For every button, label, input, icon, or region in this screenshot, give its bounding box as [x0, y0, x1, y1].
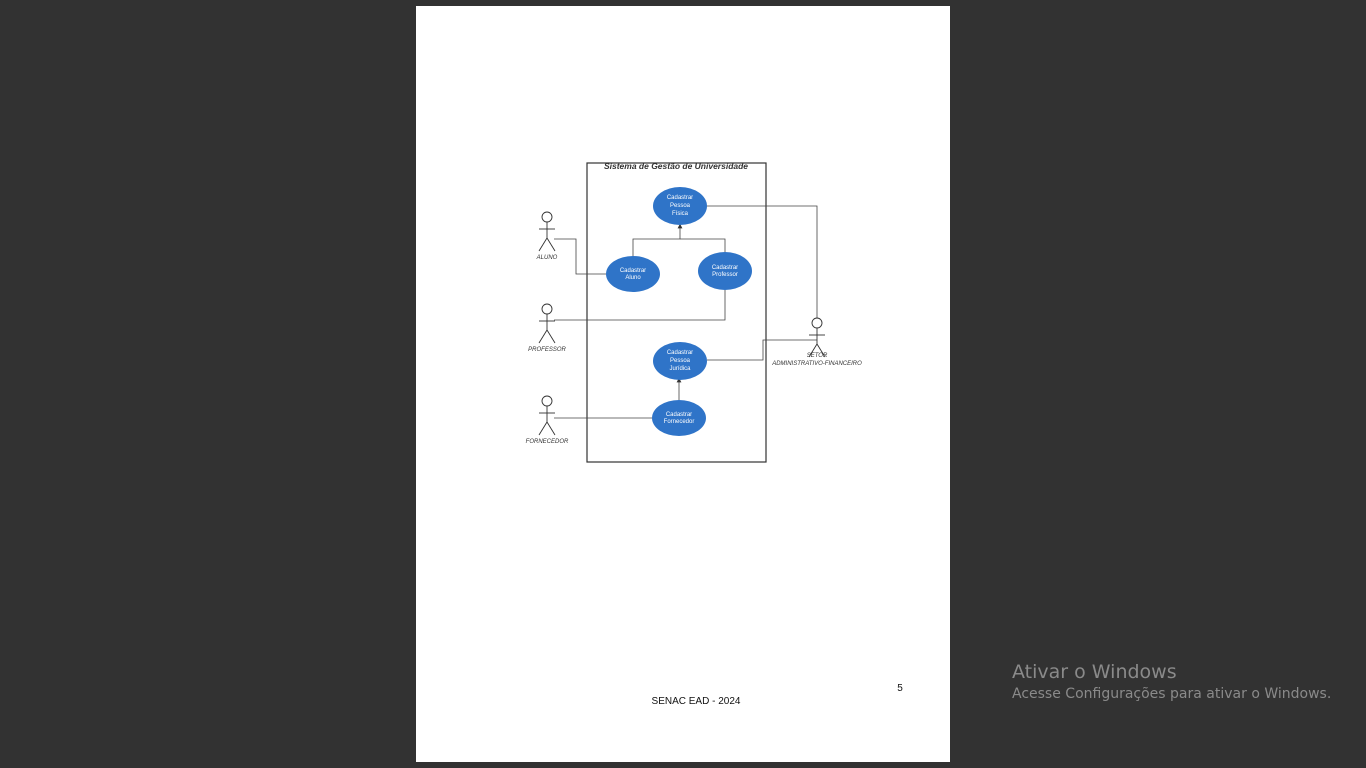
watermark-title: Ativar o Windows	[1012, 661, 1177, 683]
actor-professor	[538, 303, 556, 344]
use-case-pessoa-fisica: Cadastrar Pessoa Física	[653, 187, 707, 225]
use-case-professor: Cadastrar Professor	[698, 252, 752, 290]
use-case-label: Fornecedor	[664, 419, 695, 425]
actor-aluno	[538, 211, 556, 252]
use-case-label: Pessoa	[670, 358, 691, 364]
page-footer: SENAC EAD - 2024	[651, 696, 741, 707]
system-boundary	[586, 162, 767, 463]
actor-setor-administrativo-financeiro	[808, 317, 826, 358]
use-case-pessoa-juridica: Cadastrar Pessoa Jurídica	[653, 342, 707, 380]
link-aluno-actor-to-aluno-uc	[554, 238, 606, 275]
use-case-label: Pessoa	[670, 203, 691, 209]
use-case-label: Cadastrar	[667, 350, 693, 356]
watermark-subtitle: Acesse Configurações para ativar o Windo…	[1012, 686, 1332, 702]
link-setor-to-pessoa-juridica	[707, 339, 817, 361]
actor-label-setor-sub: ADMINISTRATIVO-FINANCEIRO	[771, 361, 862, 367]
use-case-label: Cadastrar	[667, 195, 693, 201]
link-aluno-uc-to-pessoa-fisica	[632, 223, 683, 256]
use-case-label: Física	[672, 211, 689, 217]
link-professor-actor-to-professor-uc	[554, 290, 726, 321]
use-case-label: Aluno	[625, 275, 641, 281]
use-case-label: Professor	[712, 272, 738, 278]
use-case-diagram: Sistema de Gestão de Universidade Cadast…	[526, 161, 862, 463]
system-title: Sistema de Gestão de Universidade	[604, 161, 748, 171]
use-case-label: Jurídica	[669, 366, 691, 372]
link-professor-uc-to-pessoa-fisica	[680, 238, 726, 252]
use-case-label: Cadastrar	[620, 268, 646, 274]
actor-fornecedor	[538, 395, 556, 436]
document-page: Sistema de Gestão de Universidade Cadast…	[416, 6, 950, 762]
windows-activation-watermark: Ativar o Windows Acesse Configurações pa…	[1012, 660, 1331, 704]
page-number: 5	[897, 683, 903, 694]
actor-label-setor: SETOR	[807, 353, 828, 359]
actor-label-aluno: ALUNO	[536, 255, 558, 261]
use-case-fornecedor: Cadastrar Fornecedor	[652, 400, 706, 436]
use-case-label: Cadastrar	[666, 412, 692, 418]
actor-label-professor: PROFESSOR	[528, 347, 566, 353]
actor-label-fornecedor: FORNECEDOR	[526, 439, 569, 445]
use-case-label: Cadastrar	[712, 265, 738, 271]
link-setor-to-pessoa-fisica	[707, 205, 818, 318]
use-case-aluno: Cadastrar Aluno	[606, 256, 660, 292]
